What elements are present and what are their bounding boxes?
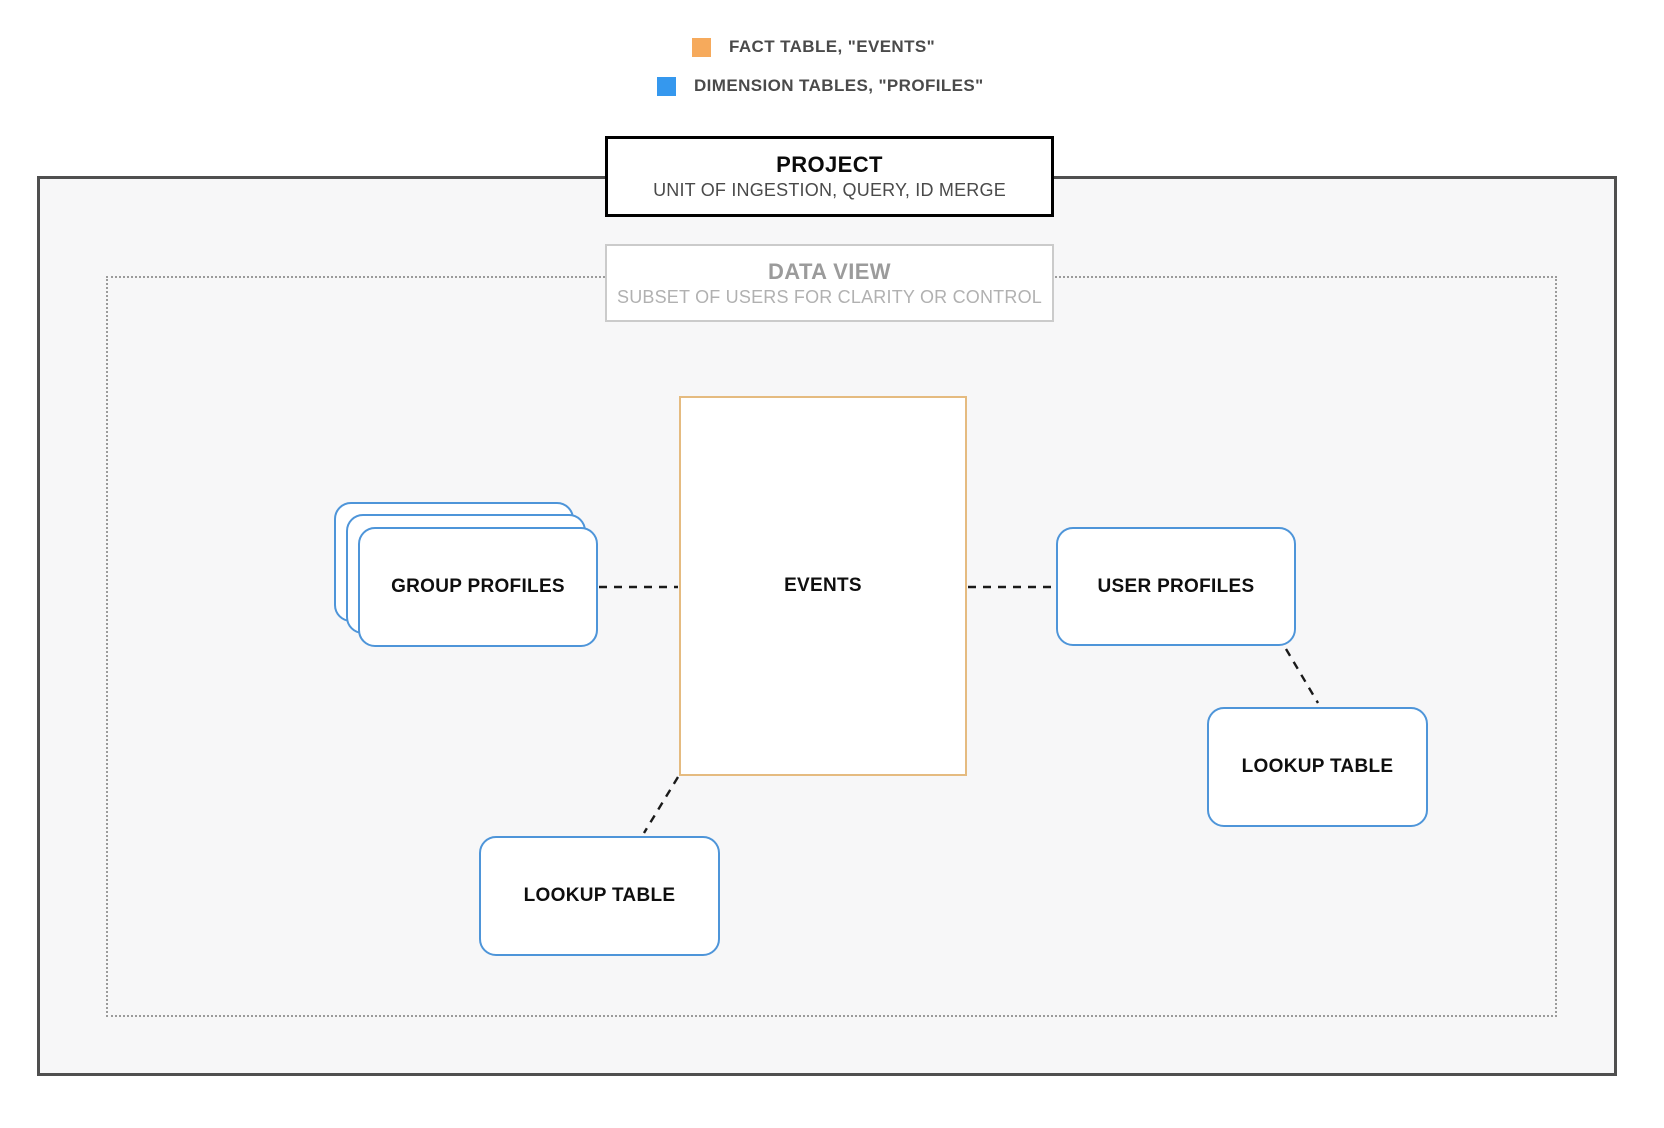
dimension-tables-swatch-icon [657, 76, 676, 96]
node-events-label: EVENTS [784, 575, 862, 596]
node-group-profiles-label: GROUP PROFILES [391, 576, 565, 597]
project-title: PROJECT [776, 152, 883, 177]
node-lookup-table-right-label: LOOKUP TABLE [1241, 756, 1394, 777]
node-lookup-table-bottom-label: LOOKUP TABLE [523, 885, 676, 906]
legend-label-fact-table: FACT TABLE, "EVENTS" [729, 37, 936, 56]
legend-item-fact-table: FACT TABLE, "EVENTS" [692, 36, 935, 58]
project-subtitle: UNIT OF INGESTION, QUERY, ID MERGE [653, 180, 1006, 200]
node-lookup-table-bottom: LOOKUP TABLE [479, 836, 720, 956]
node-user-profiles-label: USER PROFILES [1097, 575, 1255, 597]
legend-item-dimension-tables: DIMENSION TABLES, "PROFILES" [657, 75, 984, 97]
node-lookup-table-right: LOOKUP TABLE [1207, 707, 1428, 827]
data-view-header-box: DATA VIEW SUBSET OF USERS FOR CLARITY OR… [605, 244, 1054, 322]
group-profiles-front-card: GROUP PROFILES [358, 527, 598, 647]
data-view-subtitle: SUBSET OF USERS FOR CLARITY OR CONTROL [616, 286, 1042, 307]
data-view-title: DATA VIEW [768, 258, 891, 284]
fact-table-swatch-icon [692, 37, 711, 57]
node-events: EVENTS [679, 396, 967, 776]
legend-label-dimension-tables: DIMENSION TABLES, "PROFILES" [694, 76, 984, 95]
project-header-box: PROJECT UNIT OF INGESTION, QUERY, ID MER… [605, 136, 1054, 217]
node-user-profiles: USER PROFILES [1056, 527, 1296, 646]
